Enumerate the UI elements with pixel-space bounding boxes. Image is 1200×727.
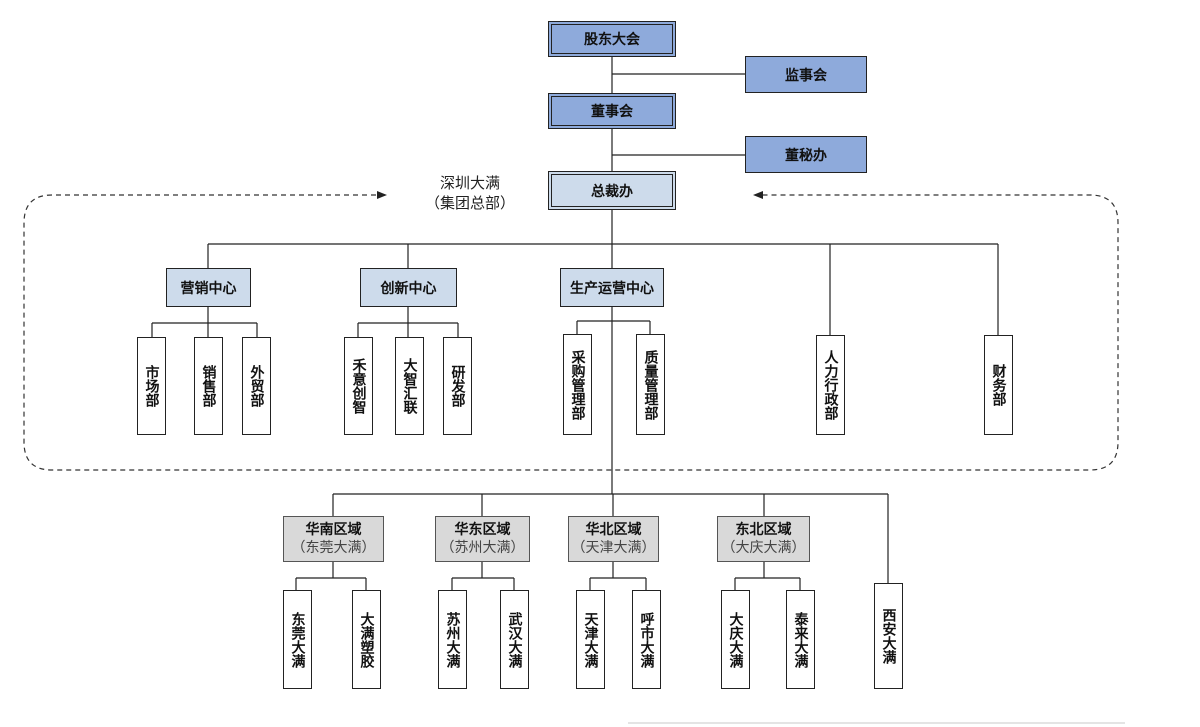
dept-hr-admin-label: 人力行政部 xyxy=(822,350,839,420)
branch-tailai: 泰来大满 xyxy=(786,590,815,689)
region-north: 华北区域 （天津大满） xyxy=(568,516,659,562)
branch-hohhot: 呼市大满 xyxy=(632,590,661,689)
region-south-name: 华南区域 xyxy=(305,522,362,538)
hq-subtitle: （集团总部） xyxy=(424,194,515,212)
board-of-supervisors-box: 监事会 xyxy=(745,56,867,93)
region-northeast-sub: （大庆大满） xyxy=(721,540,806,556)
region-south-sub: （东莞大满） xyxy=(291,540,376,556)
region-north-name: 华北区域 xyxy=(585,522,642,538)
dept-foreign-trade-label: 外贸部 xyxy=(248,365,265,407)
dept-quality: 质量管理部 xyxy=(636,334,665,435)
region-east-sub: （苏州大满） xyxy=(440,540,525,556)
dept-sales-label: 销售部 xyxy=(200,365,217,407)
hq-name: 深圳大满 xyxy=(439,174,500,192)
ceo-office-label: 总裁办 xyxy=(591,183,633,200)
dept-hr-admin: 人力行政部 xyxy=(816,335,845,435)
board-of-directors-label: 董事会 xyxy=(591,104,633,120)
hq-label: 深圳大满 （集团总部） xyxy=(400,173,540,213)
branch-daqing: 大庆大满 xyxy=(721,590,750,689)
shareholders-meeting-box: 股东大会 xyxy=(548,21,676,57)
innovation-center-box: 创新中心 xyxy=(360,268,457,307)
dept-quality-label: 质量管理部 xyxy=(642,349,659,420)
dept-purchasing-label: 采购管理部 xyxy=(569,349,586,420)
branch-plastics-label: 大满塑胶 xyxy=(358,611,375,668)
dept-dazhi-label: 大智汇联 xyxy=(401,358,418,414)
board-secretary-office-label: 董秘办 xyxy=(785,147,827,164)
branch-plastics: 大满塑胶 xyxy=(352,590,381,689)
branch-tianjin-label: 天津大满 xyxy=(582,611,599,668)
dept-heyi: 禾意创智 xyxy=(344,337,373,435)
branch-wuhan: 武汉大满 xyxy=(500,590,529,689)
dept-finance-label: 财务部 xyxy=(990,364,1007,406)
dept-market: 市场部 xyxy=(137,337,166,435)
branch-suzhou-label: 苏州大满 xyxy=(444,611,461,668)
branch-dongguan-label: 东莞大满 xyxy=(289,611,306,668)
region-northeast-name: 东北区域 xyxy=(735,522,792,538)
innovation-center-label: 创新中心 xyxy=(380,280,437,297)
branch-dongguan: 东莞大满 xyxy=(283,590,312,689)
dept-heyi-label: 禾意创智 xyxy=(350,358,367,414)
shareholders-meeting-label: 股东大会 xyxy=(584,32,640,48)
branch-daqing-label: 大庆大满 xyxy=(727,611,744,668)
dept-rnd-label: 研发部 xyxy=(449,365,466,407)
region-northeast: 东北区域 （大庆大满） xyxy=(717,516,810,562)
dept-purchasing: 采购管理部 xyxy=(563,334,592,435)
branch-tianjin: 天津大满 xyxy=(576,590,605,689)
board-secretary-office-box: 董秘办 xyxy=(745,136,867,173)
branch-wuhan-label: 武汉大满 xyxy=(506,611,523,668)
branch-suzhou: 苏州大满 xyxy=(438,590,467,689)
region-north-sub: （天津大满） xyxy=(571,540,656,556)
marketing-center-label: 营销中心 xyxy=(180,280,237,297)
region-east-name: 华东区域 xyxy=(454,522,511,538)
region-east: 华东区域 （苏州大满） xyxy=(435,516,530,562)
branch-hohhot-label: 呼市大满 xyxy=(638,611,655,668)
branch-tailai-label: 泰来大满 xyxy=(792,611,809,668)
dept-market-label: 市场部 xyxy=(143,365,160,407)
dept-sales: 销售部 xyxy=(194,337,223,435)
region-south: 华南区域 （东莞大满） xyxy=(283,516,384,562)
ceo-office-box: 总裁办 xyxy=(548,171,676,210)
board-of-directors-box: 董事会 xyxy=(548,93,676,129)
dept-dazhi: 大智汇联 xyxy=(395,337,424,435)
board-of-supervisors-label: 监事会 xyxy=(785,67,827,84)
marketing-center-box: 营销中心 xyxy=(166,268,251,307)
dept-foreign-trade: 外贸部 xyxy=(242,337,271,435)
production-center-label: 生产运营中心 xyxy=(570,280,654,297)
dept-finance: 财务部 xyxy=(984,335,1013,435)
production-center-box: 生产运营中心 xyxy=(560,268,664,307)
branch-xian: 西安大满 xyxy=(874,583,903,689)
branch-xian-label: 西安大满 xyxy=(880,608,897,664)
dept-rnd: 研发部 xyxy=(443,337,472,435)
